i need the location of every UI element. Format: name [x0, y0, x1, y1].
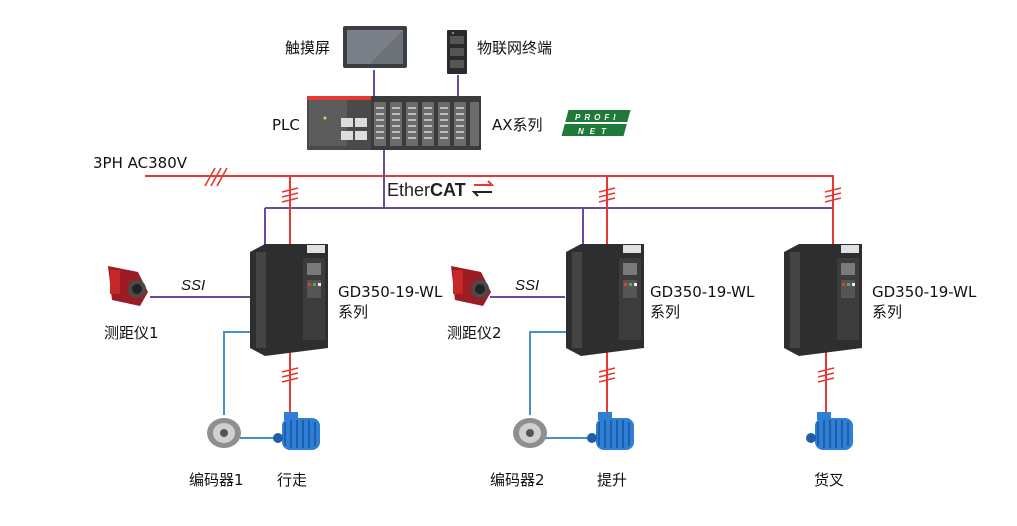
- drive-2-device: [566, 244, 644, 356]
- profinet-text-bottom: NET: [578, 127, 612, 136]
- touchscreen-device: [343, 26, 407, 68]
- ethercat-main-line: [265, 207, 834, 250]
- rangefinder-1-label: 测距仪1: [104, 324, 159, 342]
- power-wiring: [145, 175, 834, 412]
- encoder-cable-1: [223, 331, 250, 415]
- drive-2-model-label: GD350-19-WL: [650, 283, 755, 301]
- power-supply-label: 3PH AC380V: [93, 154, 188, 172]
- plc-io-modules: [371, 96, 481, 150]
- motor-fork-device: [806, 412, 853, 450]
- touchscreen-label: 触摸屏: [285, 39, 330, 57]
- drive-3-device: [784, 244, 862, 356]
- motor-hoist-device: [587, 412, 634, 450]
- rangefinder-2-device: [451, 266, 491, 306]
- iot-terminal-label: 物联网终端: [477, 39, 552, 57]
- iot-terminal-device: [447, 30, 467, 74]
- motor-hoist-label: 提升: [597, 471, 627, 489]
- drive-1-series-label: 系列: [338, 303, 368, 321]
- encoder-cable-2: [529, 331, 568, 415]
- profinet-logo: [561, 110, 631, 136]
- drive-1-device: [250, 244, 328, 356]
- ax-series-label: AX系列: [492, 116, 543, 134]
- three-phase-marks: [204, 167, 842, 383]
- plc-label: PLC: [272, 116, 300, 134]
- plc-device: [307, 96, 481, 150]
- drive-2-series-label: 系列: [650, 303, 680, 321]
- rangefinder-2-label: 测距仪2: [447, 324, 502, 342]
- ethercat-logo-text: EtherCAT: [387, 180, 466, 200]
- encoder-1-device: [207, 418, 241, 448]
- ssi-label-2: SSI: [515, 277, 539, 294]
- encoder-2-device: [513, 418, 547, 448]
- drive-3-series-label: 系列: [872, 303, 902, 321]
- encoder-1-label: 编码器1: [189, 471, 244, 489]
- motor-fork-label: 货叉: [814, 471, 844, 489]
- encoder-2-label: 编码器2: [490, 471, 545, 489]
- drive-3-model-label: GD350-19-WL: [872, 283, 977, 301]
- ethercat-logo-arrows: [471, 180, 495, 197]
- motor-travel-device: [273, 412, 320, 450]
- drive-1-model-label: GD350-19-WL: [338, 283, 443, 301]
- encoder-wiring: [223, 331, 590, 439]
- ssi-label-1: SSI: [181, 277, 205, 294]
- power-main-line: [145, 175, 834, 246]
- profinet-text-top: PROFI: [575, 113, 619, 122]
- rangefinder-1-device: [108, 266, 148, 306]
- motor-travel-label: 行走: [277, 471, 307, 489]
